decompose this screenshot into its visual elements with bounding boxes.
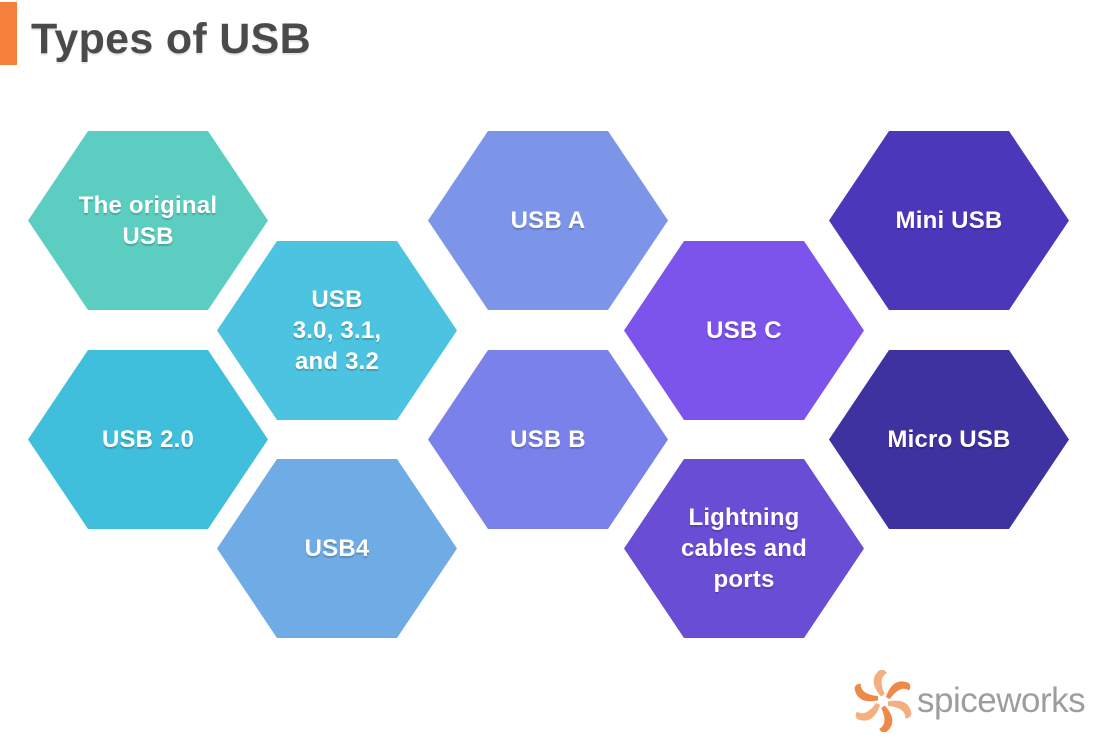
spiceworks-pinwheel-icon — [854, 670, 912, 732]
hexagon-usb-c: USB C — [624, 241, 864, 420]
hexagon-usb-2-0: USB 2.0 — [28, 350, 268, 529]
hexagon-mini-usb: Mini USB — [829, 131, 1069, 310]
hexagon-the-original-usb: The original USB — [28, 131, 268, 310]
hexagon-lightning-cables-and-ports: Lightning cables and ports — [624, 459, 864, 638]
page-title: Types of USB — [31, 15, 311, 63]
hexagon-usb-a: USB A — [428, 131, 668, 310]
spiceworks-logo: spiceworks — [854, 668, 1086, 734]
hexagon-usb4: USB4 — [217, 459, 457, 638]
spiceworks-wordmark: spiceworks — [917, 681, 1086, 720]
hexagon-micro-usb: Micro USB — [829, 350, 1069, 529]
title-accent-bar — [0, 2, 17, 65]
hexagon-usb-3-0-3-1-3-2: USB 3.0, 3.1, and 3.2 — [217, 241, 457, 420]
hexagon-usb-b: USB B — [428, 350, 668, 529]
